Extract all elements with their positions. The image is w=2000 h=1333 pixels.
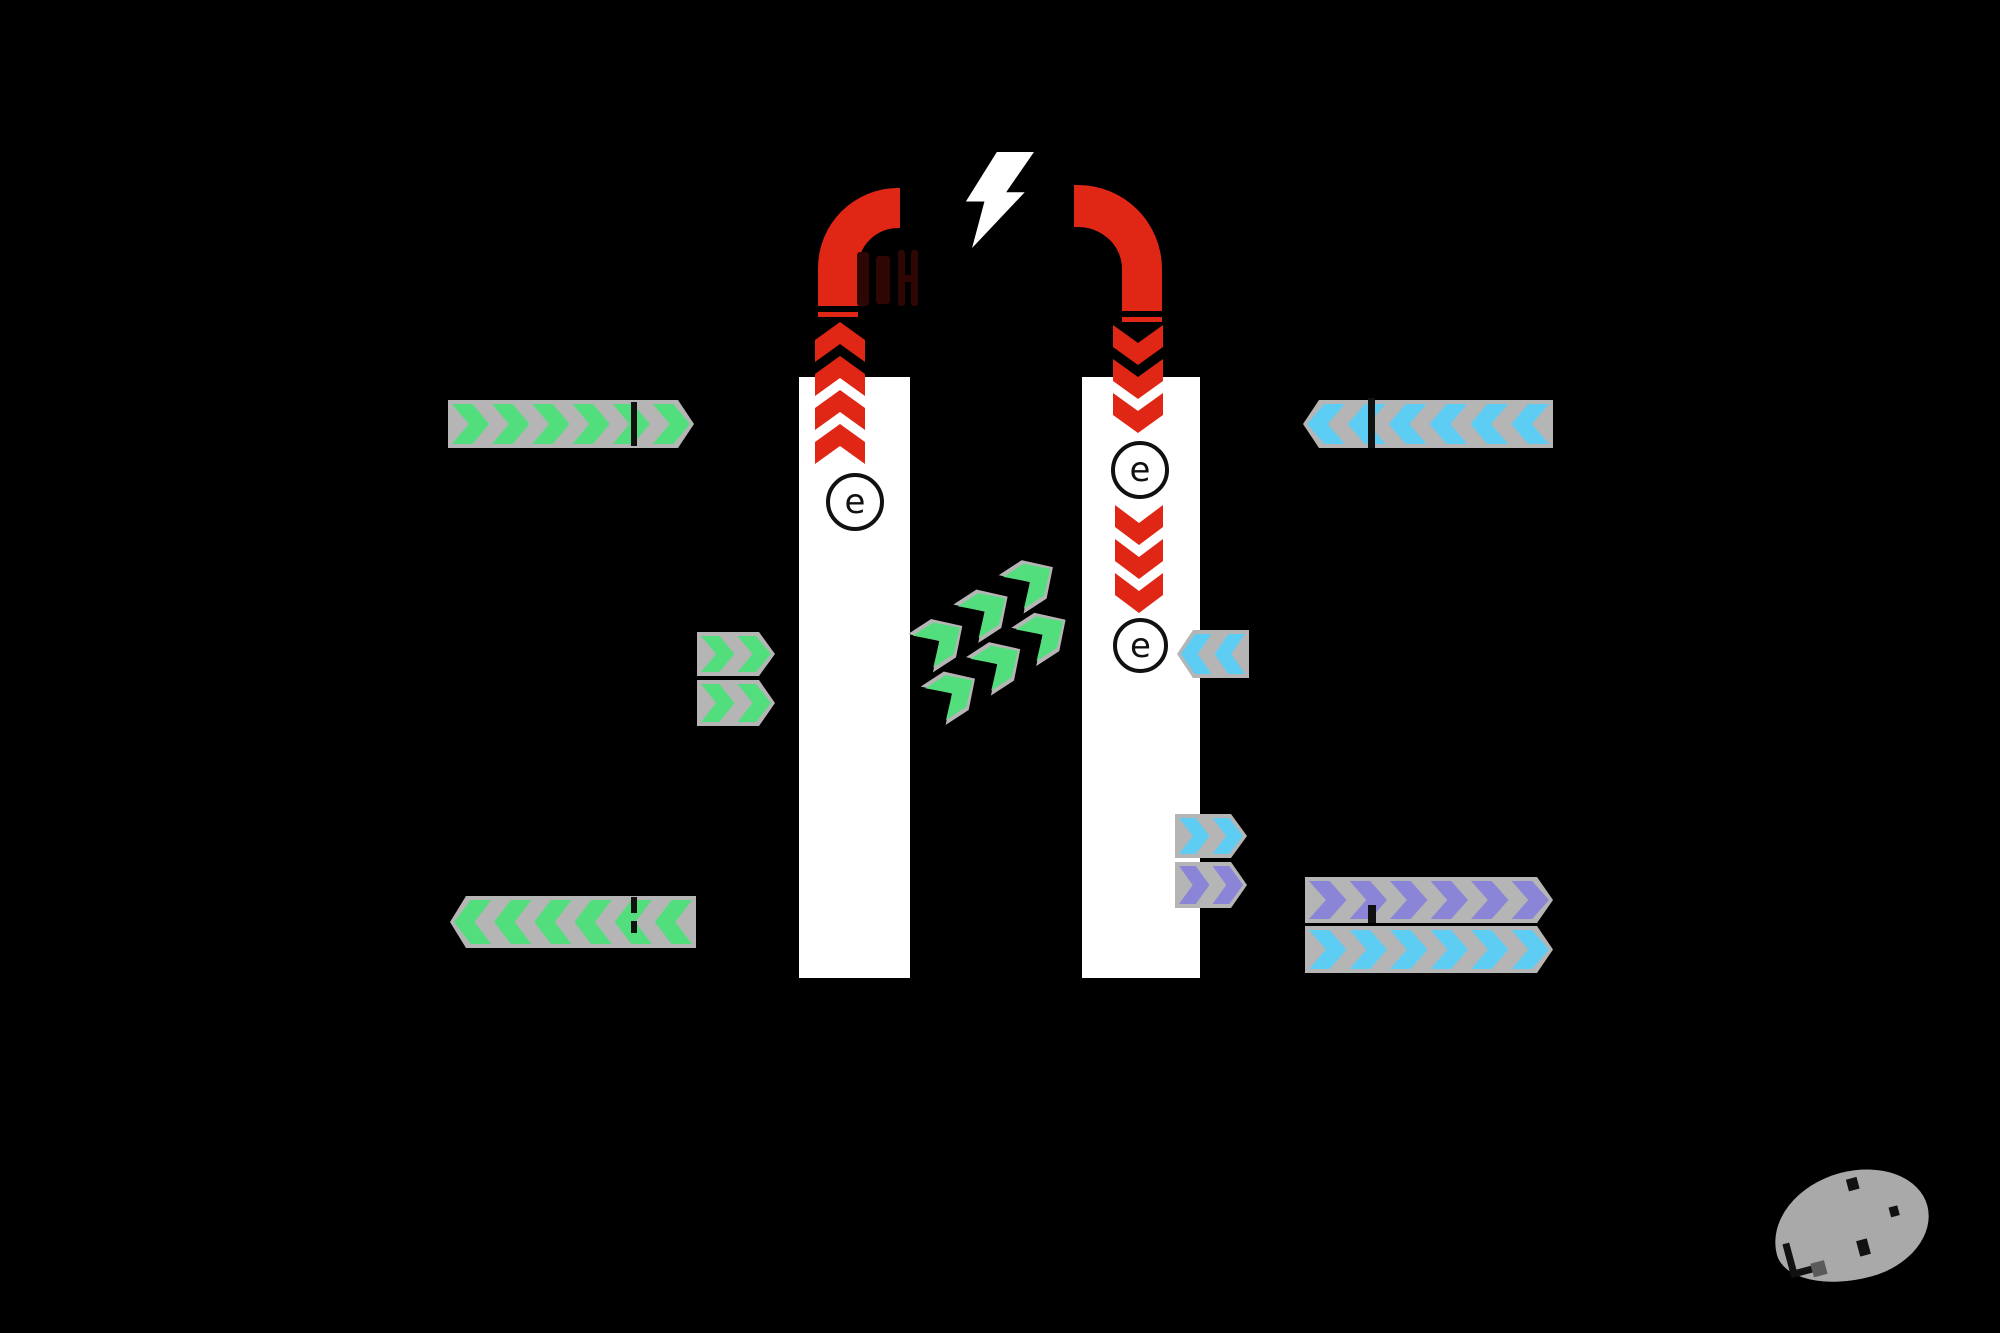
chevron-right-icon [1213, 818, 1244, 854]
chevron-right-icon [573, 404, 610, 444]
text-remnant-mark [876, 256, 890, 304]
chevron-left-icon [1511, 404, 1549, 444]
chevron-right-icon [452, 404, 489, 444]
wire-dash [813, 318, 861, 324]
electron-flow-down-right-top [1113, 325, 1163, 433]
electron-flow-down-right-mid [1115, 505, 1163, 613]
chevron-right-icon [492, 404, 529, 444]
microbe-spot [1888, 1205, 1900, 1218]
text-remnant-mark [1368, 398, 1375, 448]
chevron-right-icon [1431, 930, 1469, 969]
blue-band-toward-right-electrode [1303, 400, 1553, 448]
green-band-away-left-electrode [450, 896, 696, 948]
chevron-up-icon [815, 424, 865, 464]
electron-badge: e [826, 473, 884, 531]
blue-pair-away-right-electrode [1175, 814, 1247, 858]
wire-dash [813, 306, 861, 312]
chevron-left-icon [654, 900, 693, 944]
chevron-right-icon [1512, 930, 1550, 969]
chevron-right-icon [653, 404, 690, 444]
chevron-down-icon [1113, 359, 1163, 399]
chevron-right-icon [1179, 818, 1210, 854]
chevron-left-icon [1214, 634, 1245, 674]
chevron-left-icon [1347, 404, 1386, 444]
chevron-right-icon [701, 636, 735, 672]
chevron-right-icon [1350, 930, 1388, 969]
blue-pair-toward-right-electrode [1177, 630, 1249, 678]
green-pair-toward-left-electrode-bottom [697, 680, 775, 726]
lightning-bolt-icon [965, 152, 1034, 248]
green-pair-toward-left-electrode-top [697, 632, 775, 676]
chevron-left-icon [1388, 404, 1427, 444]
chevron-right-icon [738, 636, 772, 672]
purple-pair-away-right-electrode [1175, 862, 1247, 908]
microbe-icon [1760, 1153, 1942, 1299]
text-remnant-mark [631, 402, 637, 446]
chevron-left-icon [534, 900, 572, 944]
chevron-right-icon [1471, 930, 1509, 969]
chevron-right-icon [1431, 881, 1469, 919]
chevron-right-icon [1512, 881, 1550, 919]
electrode-left [799, 377, 910, 978]
text-remnant-mark [898, 275, 918, 282]
electron-badge: e [1113, 618, 1168, 673]
chevron-left-icon [1470, 404, 1509, 444]
chevron-right-icon [1213, 866, 1244, 904]
chevron-right-icon [1390, 930, 1428, 969]
chevron-down-icon [1113, 393, 1163, 433]
chevron-right-icon [1390, 881, 1428, 919]
chevron-left-icon [494, 900, 532, 944]
chevron-down-icon [1115, 539, 1163, 579]
chevron-down-icon [1115, 505, 1163, 545]
text-remnant-mark [631, 921, 637, 933]
text-remnant-mark [631, 897, 637, 913]
electron-label: e [1130, 625, 1151, 666]
wire-dash [1118, 323, 1166, 329]
green-band-toward-left-electrode [448, 400, 694, 448]
chevron-right-icon [1309, 881, 1347, 919]
circuit-wire-right [1074, 185, 1162, 322]
text-remnant-mark [857, 252, 869, 306]
electron-label: e [844, 482, 866, 522]
blue-band-away-right-electrode [1305, 926, 1553, 973]
microbe-spot [1845, 1176, 1860, 1192]
chevron-right-icon [532, 404, 569, 444]
chevron-right-icon [1471, 881, 1509, 919]
electron-badge: e [1111, 441, 1169, 499]
chevron-left-icon [574, 900, 612, 944]
chevron-right-icon [1309, 930, 1347, 969]
chevron-left-icon [454, 900, 492, 944]
chevron-right-icon [738, 684, 772, 722]
chevron-right-icon [701, 684, 735, 722]
electron-flow-up-left [815, 322, 865, 464]
purple-band-away-right-electrode [1305, 877, 1553, 923]
chevron-left-icon [1307, 404, 1345, 444]
wire-dash [1118, 311, 1166, 317]
chevron-left-icon [1429, 404, 1468, 444]
electron-label: e [1129, 450, 1151, 490]
chevron-right-icon [1179, 866, 1210, 904]
microbe-spot [1856, 1238, 1871, 1257]
microbe-notch [1810, 1260, 1828, 1278]
chevron-down-icon [1113, 325, 1163, 365]
text-remnant-mark [1368, 905, 1376, 923]
green-diagonal-cluster [893, 548, 1093, 725]
chevron-down-icon [1115, 573, 1163, 613]
